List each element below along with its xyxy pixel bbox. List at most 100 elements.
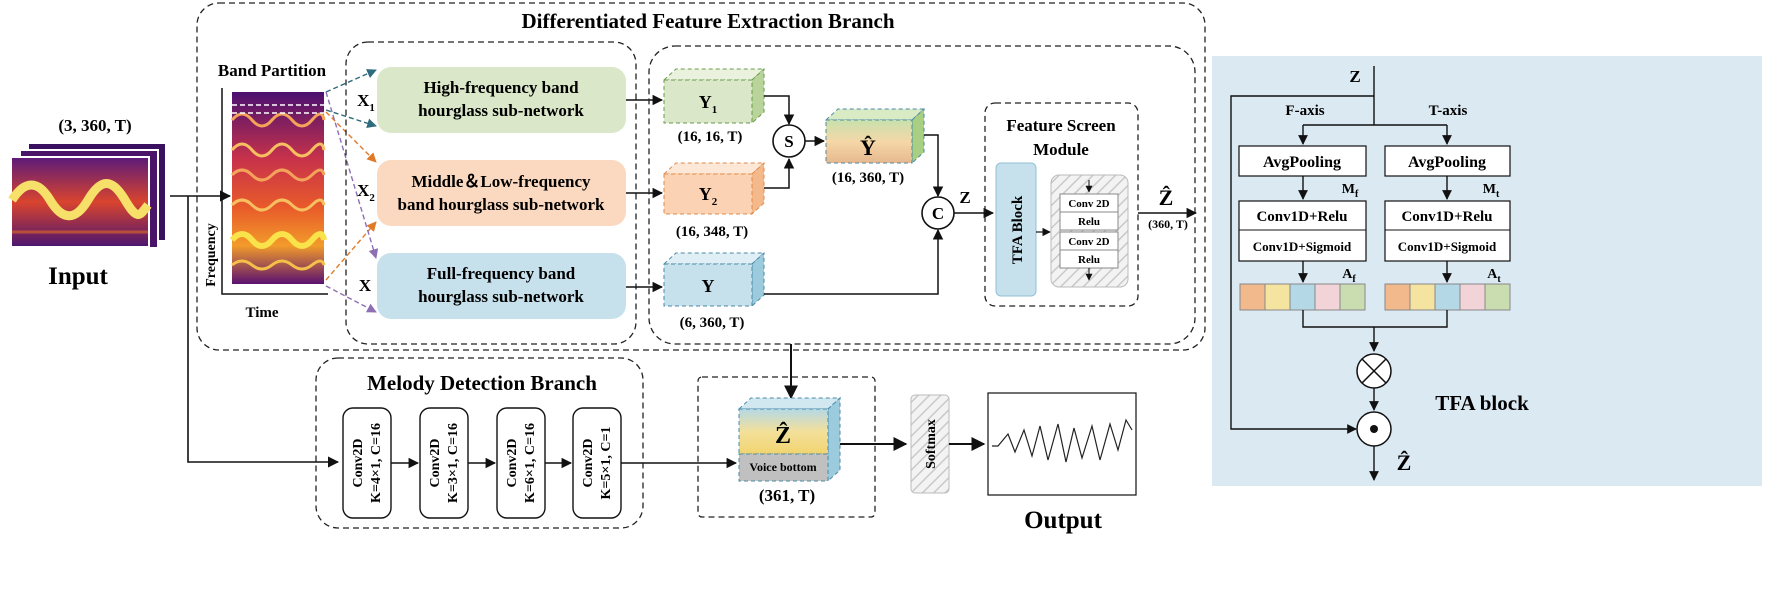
input-to-melody-arrow — [187, 196, 340, 468]
output-shape: (361, T) — [759, 486, 815, 505]
yhat-cube — [824, 107, 926, 165]
high-band-line2: hourglass sub-network — [418, 101, 584, 120]
output-waveform — [992, 418, 1133, 463]
y2-to-s-arrow — [764, 157, 795, 189]
band-partition-title: Band Partition — [218, 61, 327, 80]
full-band-line1: Full-frequency band — [427, 264, 576, 283]
conv-block-4-name: Conv2D — [581, 438, 596, 487]
feature-screen-title-2: Module — [1033, 140, 1089, 159]
feature-screen-title-1: Feature Screen — [1006, 116, 1116, 135]
tfa-skip-line — [1230, 95, 1374, 434]
attention-cells-t — [1384, 283, 1511, 311]
conv-block-1-name: Conv2D — [351, 438, 366, 487]
subnetwork-frame — [345, 41, 637, 345]
mid-band-subnetwork — [377, 160, 626, 226]
y1-label: Y1 — [699, 92, 718, 116]
full-band-line2: hourglass sub-network — [418, 287, 584, 306]
layer-4: Relu — [1078, 254, 1100, 266]
spectrogram — [229, 92, 327, 284]
c-operator-label: C — [932, 204, 944, 223]
x1-arrow-a — [325, 69, 377, 93]
zhat-label: Ẑ — [775, 422, 791, 449]
frequency-axis-label: Frequency — [204, 223, 219, 287]
x-arrow-b — [325, 285, 377, 313]
avgpool-f-label: AvgPooling — [1263, 154, 1341, 171]
feature-screen-frame — [984, 102, 1139, 307]
time-axis-label: Time — [245, 305, 278, 321]
layer-1: Conv 2D — [1068, 198, 1109, 210]
conv-block-2-params: K=3×1, C=16 — [446, 423, 461, 503]
tfa-block-label: TFA Block — [1010, 195, 1026, 264]
y1-shape: (16, 16, T) — [678, 129, 743, 145]
y2-cube — [662, 161, 766, 216]
fsm-output-label: Ẑ — [1159, 185, 1174, 210]
x2-arrow-a — [325, 111, 377, 163]
y2-shape: (16, 348, T) — [676, 224, 748, 240]
conv-relu-f-label: Conv1D+Relu — [1256, 209, 1347, 225]
high-band-line1: High-frequency band — [423, 78, 579, 97]
f-axis-label: F-axis — [1285, 103, 1324, 119]
layer-2: Relu — [1078, 216, 1100, 228]
spectrogram-axes — [221, 88, 328, 295]
mf-label: Mf — [1342, 182, 1359, 200]
feature-extraction-frame — [196, 2, 1206, 351]
softmax-label: Softmax — [924, 419, 939, 469]
z-label: Z — [959, 188, 970, 207]
y-cube — [662, 251, 766, 308]
y-to-c-arrow — [764, 228, 944, 295]
conv-sig-t-label: Conv1D+Sigmoid — [1398, 239, 1497, 254]
input-label: Input — [48, 263, 108, 290]
conv-f-box — [1238, 200, 1367, 262]
fsm-output-shape: (360, T) — [1148, 217, 1188, 231]
conv-block-3-params: K=6×1, C=16 — [523, 423, 538, 503]
t-axis-label: T-axis — [1429, 103, 1468, 119]
feature-extraction-title: Differentiated Feature Extraction Branch — [521, 9, 894, 33]
x1-label: X1 — [357, 91, 375, 114]
tfa-split-line — [1303, 96, 1447, 126]
conv-sig-f-label: Conv1D+Sigmoid — [1253, 239, 1352, 254]
tfa-block-title: TFA block — [1435, 391, 1529, 415]
attention-cells-f — [1239, 283, 1366, 311]
conv-block-1-params: K=4×1, C=16 — [369, 423, 384, 503]
avgpool-t-box — [1384, 145, 1511, 177]
y2-label: Y2 — [699, 184, 718, 208]
x1-arrow-b — [325, 109, 377, 128]
full-band-subnetwork — [377, 253, 626, 319]
multiply-operator — [1356, 353, 1392, 389]
output-label: Output — [1024, 507, 1102, 534]
conv-t-box — [1384, 200, 1511, 262]
high-band-subnetwork — [377, 67, 626, 133]
conv-block-3-name: Conv2D — [505, 438, 520, 487]
conv-block-2-name: Conv2D — [428, 438, 443, 487]
yhat-shape: (16, 360, T) — [832, 170, 904, 186]
tfa-block-box — [995, 162, 1037, 297]
y-label: Y — [702, 276, 715, 296]
conv-relu-t-label: Conv1D+Relu — [1401, 209, 1492, 225]
tfa-output-label: Ẑ — [1397, 450, 1412, 475]
avgpool-t-label: AvgPooling — [1408, 154, 1486, 171]
dot-product-operator — [1356, 411, 1392, 447]
tfa-input-label: Z — [1349, 67, 1360, 86]
y-shape: (6, 360, T) — [680, 315, 745, 331]
input-shape: (3, 360, T) — [58, 116, 131, 135]
mid-band-line2: band hourglass sub-network — [398, 195, 605, 214]
x2-label: X2 — [357, 181, 375, 204]
mid-band-line1: Middle＆Low-frequency — [411, 172, 591, 191]
yhat-label: Ŷ — [860, 135, 876, 160]
yhat-to-c-arrow — [924, 134, 944, 198]
s-operator-label: S — [784, 132, 793, 151]
melody-branch-frame — [315, 357, 644, 529]
y1-to-s-arrow — [764, 95, 795, 126]
at-label: At — [1487, 267, 1501, 285]
mt-label: Mt — [1483, 182, 1500, 200]
layer-stack — [1059, 180, 1119, 281]
layer-3: Conv 2D — [1068, 236, 1109, 248]
input-tensor-stack — [8, 142, 167, 249]
zhat-cube — [737, 396, 842, 483]
avgpool-f-box — [1238, 145, 1367, 177]
merge-lines — [1302, 310, 1448, 351]
af-label: Af — [1342, 267, 1356, 285]
x-arrow-a — [325, 91, 379, 259]
